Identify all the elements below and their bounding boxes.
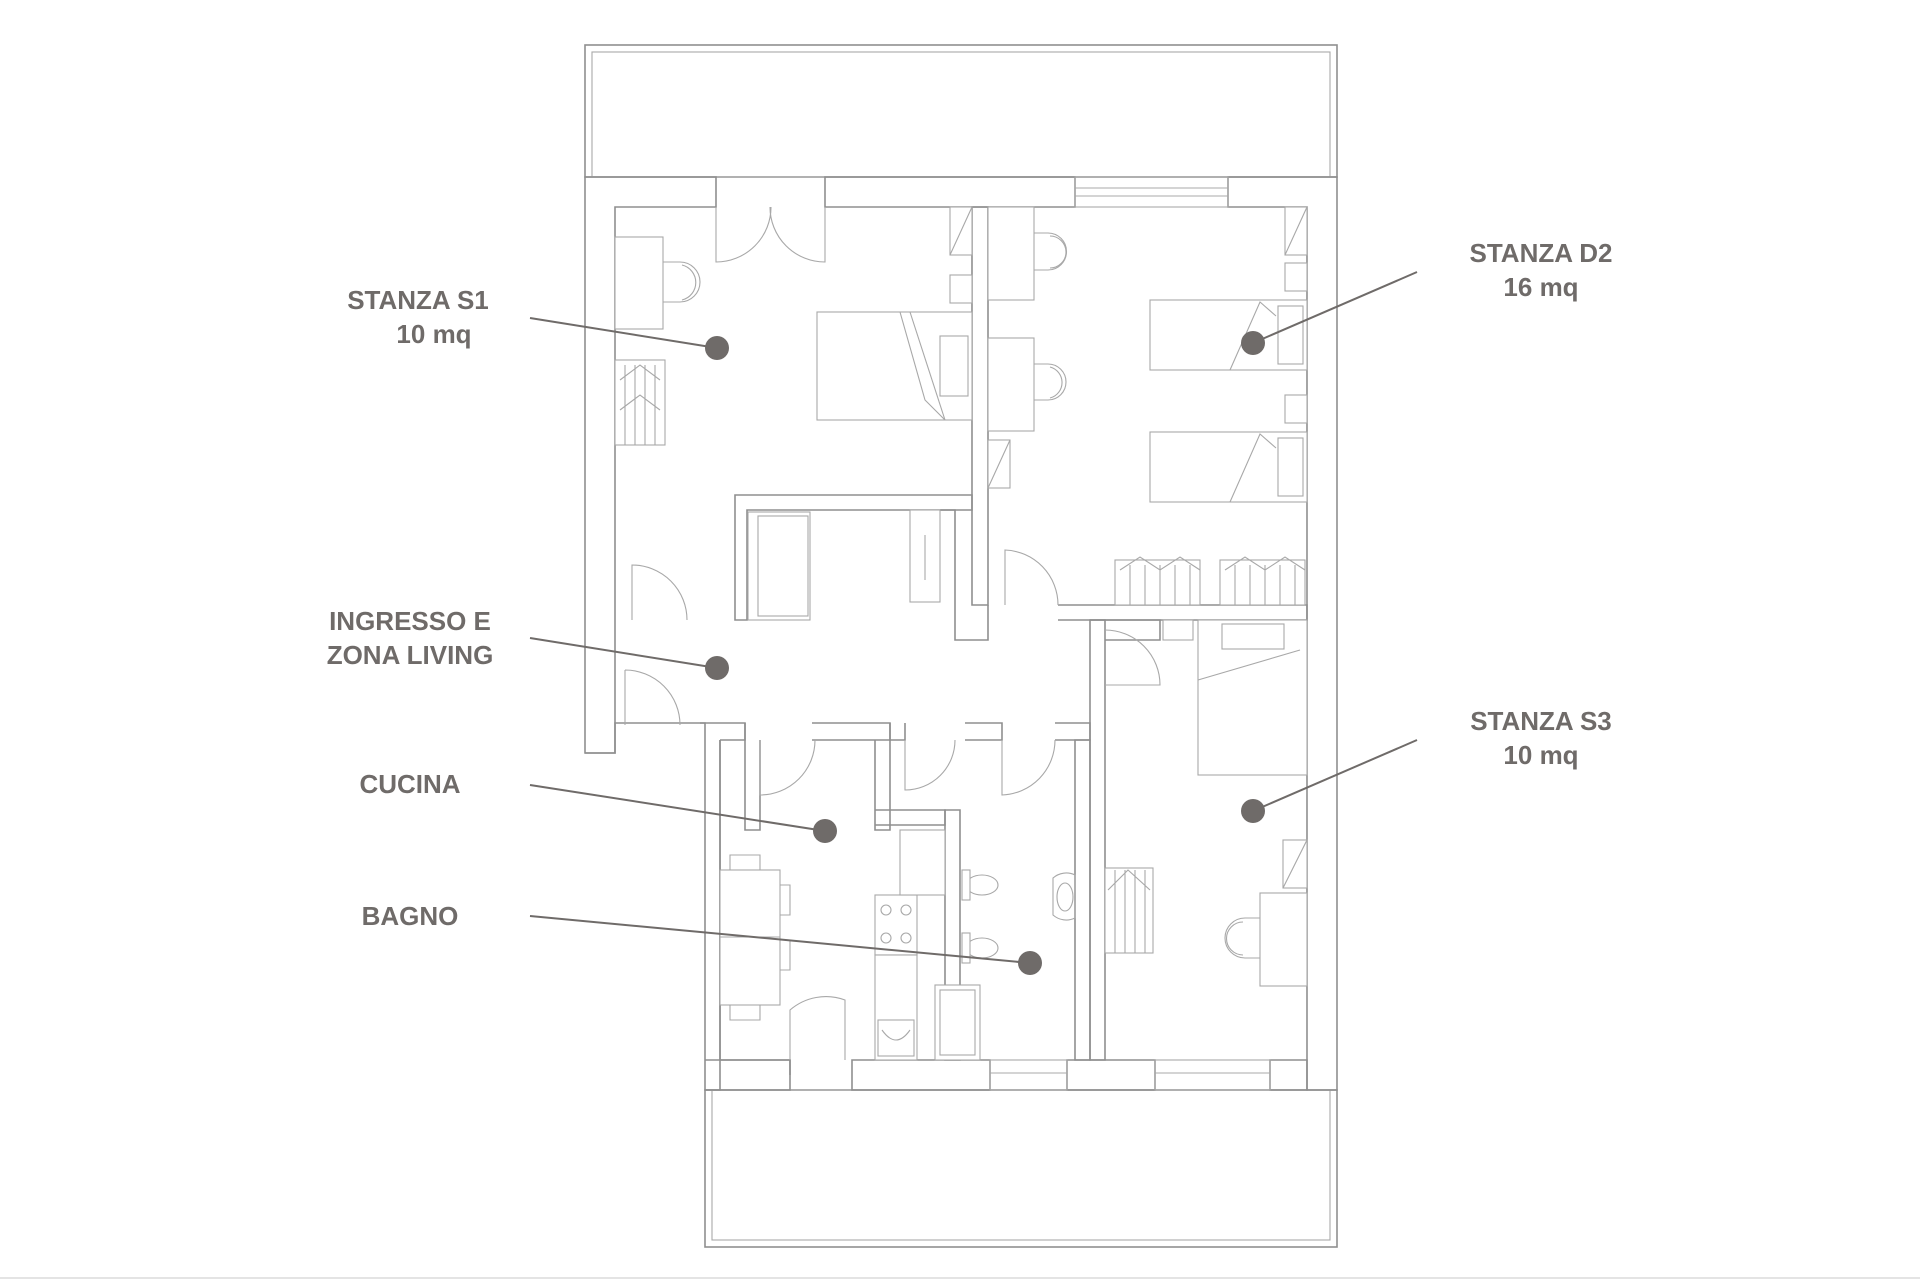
leader-cucina [529, 784, 837, 843]
label-d2-name: STANZA D2 [1470, 238, 1613, 268]
top-balcony [584, 44, 1338, 178]
leader-s1 [529, 317, 729, 360]
marker-cucina [813, 819, 837, 843]
marker-ingresso [705, 656, 729, 680]
leader-s3 [1241, 739, 1418, 823]
label-ingresso-line1: INGRESSO E [329, 606, 491, 636]
furniture-bath [934, 869, 1076, 1061]
label-s3-name: STANZA S3 [1470, 706, 1612, 736]
furniture-s1 [614, 206, 973, 446]
label-s1-name: STANZA S1 [347, 285, 489, 315]
leader-ingresso [529, 637, 729, 680]
label-s1-area: 10 mq [396, 319, 471, 349]
leader-d2 [1241, 271, 1418, 355]
exterior-walls [584, 176, 1338, 1091]
furniture-living [747, 509, 941, 621]
label-s3-area: 10 mq [1503, 740, 1578, 770]
bottom-balcony [704, 1089, 1338, 1248]
label-cucina: CUCINA [359, 769, 460, 799]
furniture-kitchen [719, 829, 946, 1061]
doors [624, 206, 1161, 1060]
label-bagno: BAGNO [362, 901, 459, 931]
marker-bagno [1018, 951, 1042, 975]
label-ingresso-line2: ZONA LIVING [327, 640, 494, 670]
marker-d2 [1241, 331, 1265, 355]
label-d2-area: 16 mq [1503, 272, 1578, 302]
furniture-d2 [987, 206, 1308, 606]
marker-s3 [1241, 799, 1265, 823]
marker-s1 [705, 336, 729, 360]
furniture-s3 [1104, 619, 1308, 987]
leader-bagno [529, 915, 1042, 975]
